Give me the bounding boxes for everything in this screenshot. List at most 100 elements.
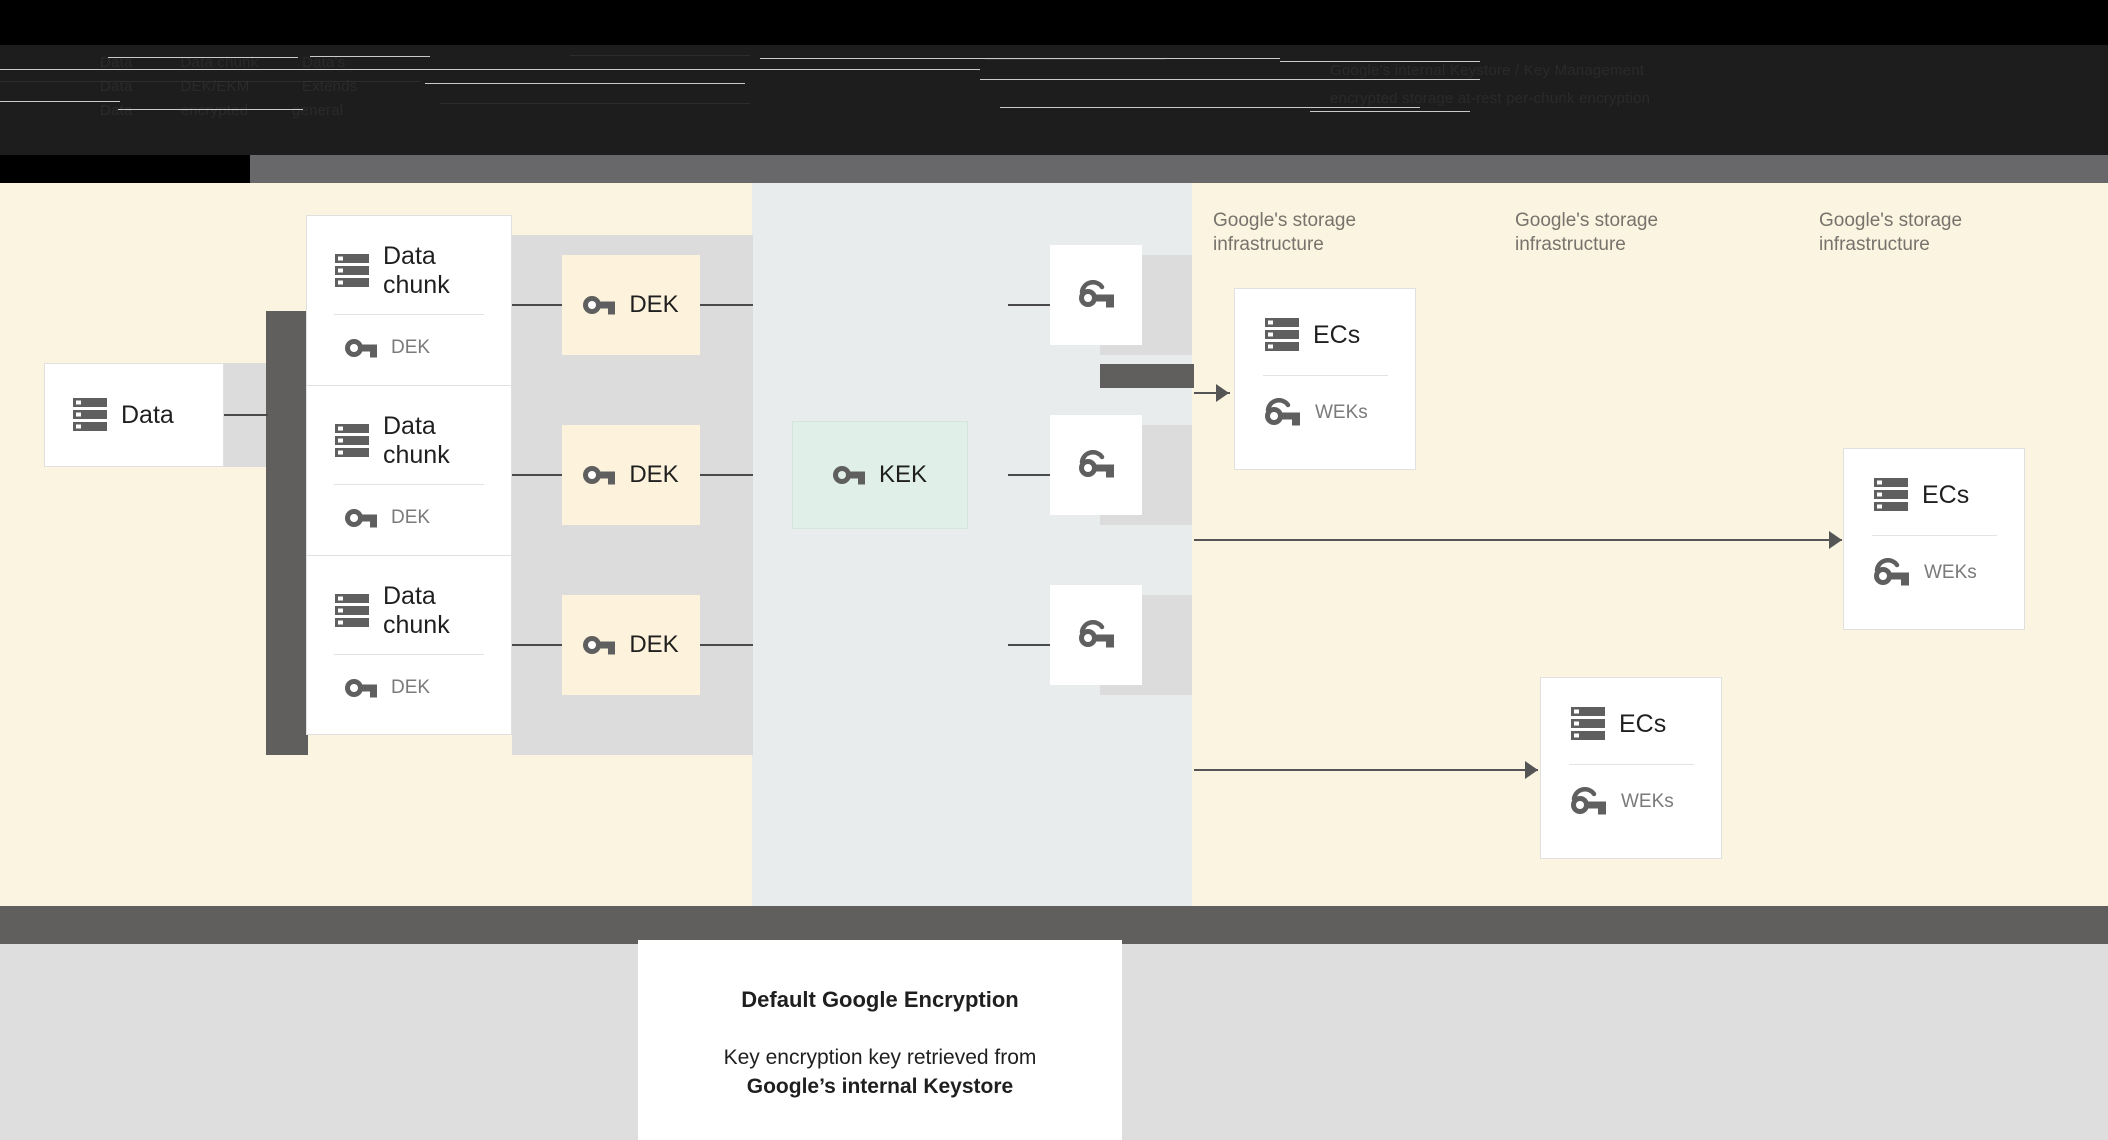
key-icon (832, 464, 865, 486)
wrapped-key-tile[interactable] (1050, 415, 1142, 515)
chunk-key-label: DEK (391, 337, 431, 358)
key-icon (583, 464, 616, 486)
ec-key-label: WEKs (1315, 402, 1368, 423)
banner-artifact-line (760, 58, 1280, 59)
arrow-line-to-ec-1 (1194, 392, 1230, 394)
ec-card[interactable]: ECs WEKs (1234, 288, 1416, 470)
link-to-wrapped-key (1008, 474, 1050, 476)
banner-artifact-line (118, 109, 303, 110)
data-chunk-card[interactable]: Data chunk DEK (306, 215, 512, 395)
ec-key-row: WEKs (1844, 536, 2024, 588)
card-divider (334, 314, 484, 315)
wrapped-key-tile[interactable] (1050, 585, 1142, 685)
chunk-key-label: DEK (391, 507, 431, 528)
diagram-stage: Data Data chunk (0, 183, 2108, 906)
chunk-header: Data chunk (307, 386, 511, 470)
caption-body: Key encryption key retrieved from Google… (724, 1043, 1037, 1101)
dek-label: DEK (629, 461, 679, 488)
banner-foot-grey (250, 155, 2108, 183)
link-dek-out (700, 474, 753, 476)
banner-artifact-line (980, 79, 1480, 80)
ec-title: ECs (1313, 320, 1361, 349)
bottom-separator-bar (0, 906, 2108, 944)
chunk-title: Data chunk (383, 582, 450, 639)
kek-label: KEK (878, 461, 928, 488)
wrapped-key-icon (1872, 558, 1910, 588)
ec-key-row: WEKs (1541, 765, 1721, 817)
storage-icon (73, 397, 107, 433)
card-divider (1871, 535, 1997, 536)
link-dek-out (700, 304, 753, 306)
card-divider (1262, 375, 1388, 376)
banner-ghost-text-left: Data Data chunk Data's (100, 54, 346, 71)
wrapped-key-icon (1077, 280, 1115, 310)
arrow-line-to-ec-2 (1194, 539, 1842, 541)
dek-label: DEK (629, 291, 679, 318)
data-chunk-card[interactable]: Data chunk DEK (306, 385, 512, 565)
banner-artifact-line (425, 83, 745, 84)
ec-title: ECs (1922, 480, 1970, 509)
arrow-head-to-ec-2 (1829, 531, 1842, 549)
key-icon (583, 294, 616, 316)
caption-line1: Key encryption key retrieved from (723, 1046, 1037, 1069)
key-icon (345, 677, 377, 699)
arrow-head-to-ec-3 (1525, 761, 1538, 779)
arrow-head-to-ec-1 (1216, 384, 1229, 402)
kek-box[interactable]: KEK (792, 421, 968, 529)
caption-card: Default Google Encryption Key encryption… (638, 940, 1122, 1140)
chunk-header: Data chunk (307, 216, 511, 300)
caption-line2: Google’s internal Keystore (746, 1075, 1014, 1098)
key-icon (583, 634, 616, 656)
banner-artifact-line (1310, 111, 1470, 112)
ec-header: ECs (1235, 289, 1415, 353)
wrapped-key-icon (1077, 450, 1115, 480)
banner-ghost-text-right2: encrypted storage at-rest per-chunk encr… (1330, 90, 1651, 107)
top-banner-body: Data Data chunk Data's Data DEK/EKM Exte… (0, 45, 2108, 155)
storage-icon (335, 253, 369, 289)
caption-title: Default Google Encryption (741, 987, 1019, 1012)
ec-title: ECs (1619, 709, 1667, 738)
link-to-wrapped-key (1008, 304, 1050, 306)
storage-icon (1265, 317, 1299, 353)
wrapped-key-icon (1263, 398, 1301, 428)
chunk-key-row: DEK (307, 485, 511, 529)
infra-label: Google's storage infrastructure (1213, 210, 1357, 255)
card-divider (334, 484, 484, 485)
wrapped-key-tile[interactable] (1050, 245, 1142, 345)
chunk-key-label: DEK (391, 677, 431, 698)
data-card[interactable]: Data (44, 363, 224, 467)
link-chunk-to-dek (512, 474, 562, 476)
ec-key-row: WEKs (1235, 376, 1415, 428)
banner-ghost-text-left3: Data encrypted general (100, 102, 344, 119)
key-icon (345, 337, 377, 359)
dek-box[interactable]: DEK (562, 255, 700, 355)
card-divider (1568, 764, 1694, 765)
ec-key-label: WEKs (1924, 562, 1977, 583)
chunk-title: Data chunk (383, 242, 450, 299)
banner-artifact-line (0, 69, 980, 70)
arrow-line-to-ec-3 (1194, 769, 1538, 771)
banner-artifact-line (1000, 107, 1420, 108)
ec-header: ECs (1844, 449, 2024, 513)
wrapped-key-icon (1077, 620, 1115, 650)
ec-header: ECs (1541, 678, 1721, 742)
dek-box[interactable]: DEK (562, 425, 700, 525)
link-data-to-branch (224, 414, 268, 416)
link-chunk-to-dek (512, 644, 562, 646)
link-to-wrapped-key (1008, 644, 1050, 646)
banner-artifact-line (310, 56, 430, 57)
chunk-header: Data chunk (307, 556, 511, 640)
banner-artifact-line (108, 57, 298, 58)
wrapped-key-dark-stub (1100, 364, 1194, 388)
key-icon (345, 507, 377, 529)
top-banner: Data Data chunk Data's Data DEK/EKM Exte… (0, 0, 2108, 183)
ec-card[interactable]: ECs WEKs (1540, 677, 1722, 859)
dek-label: DEK (629, 631, 679, 658)
data-chunk-card[interactable]: Data chunk DEK (306, 555, 512, 735)
wrapped-key-icon (1569, 787, 1607, 817)
chunk-title: Data chunk (383, 412, 450, 469)
dek-box[interactable]: DEK (562, 595, 700, 695)
ec-card[interactable]: ECs WEKs (1843, 448, 2025, 630)
chunk-key-row: DEK (307, 315, 511, 359)
banner-artifact-line (0, 101, 120, 102)
